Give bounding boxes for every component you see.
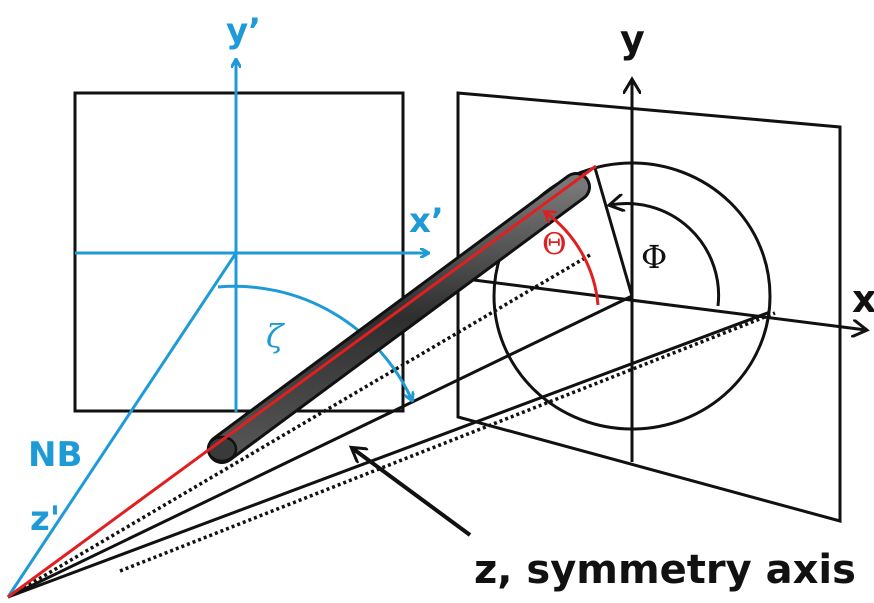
label-zeta: ζ	[266, 317, 285, 355]
label-x: x	[852, 277, 874, 321]
red-axis-line	[7, 164, 597, 599]
label-x-prime: x’	[409, 201, 444, 241]
zeta-arc	[217, 284, 412, 400]
label-nb: NB	[28, 435, 82, 475]
phi-circle	[492, 161, 772, 431]
label-y-prime: y’	[226, 11, 261, 51]
theta-arc	[545, 212, 600, 306]
x-axis	[457, 276, 866, 330]
label-y: y	[620, 17, 645, 61]
label-z-symmetry-axis: z, symmetry axis	[474, 547, 856, 593]
label-phi: Φ	[641, 238, 667, 276]
phi-arc	[610, 203, 721, 307]
right-frame	[456, 91, 842, 523]
z-pointer-arrow	[352, 448, 472, 537]
rod	[206, 172, 591, 464]
label-z-prime: z'	[30, 499, 60, 539]
z-line-right	[7, 294, 633, 599]
projection-dotted-1	[7, 253, 591, 599]
label-theta: Θ	[542, 227, 567, 262]
nb-line	[6, 252, 238, 598]
z-line-lower	[7, 310, 771, 599]
projection-to-tip	[593, 167, 634, 297]
